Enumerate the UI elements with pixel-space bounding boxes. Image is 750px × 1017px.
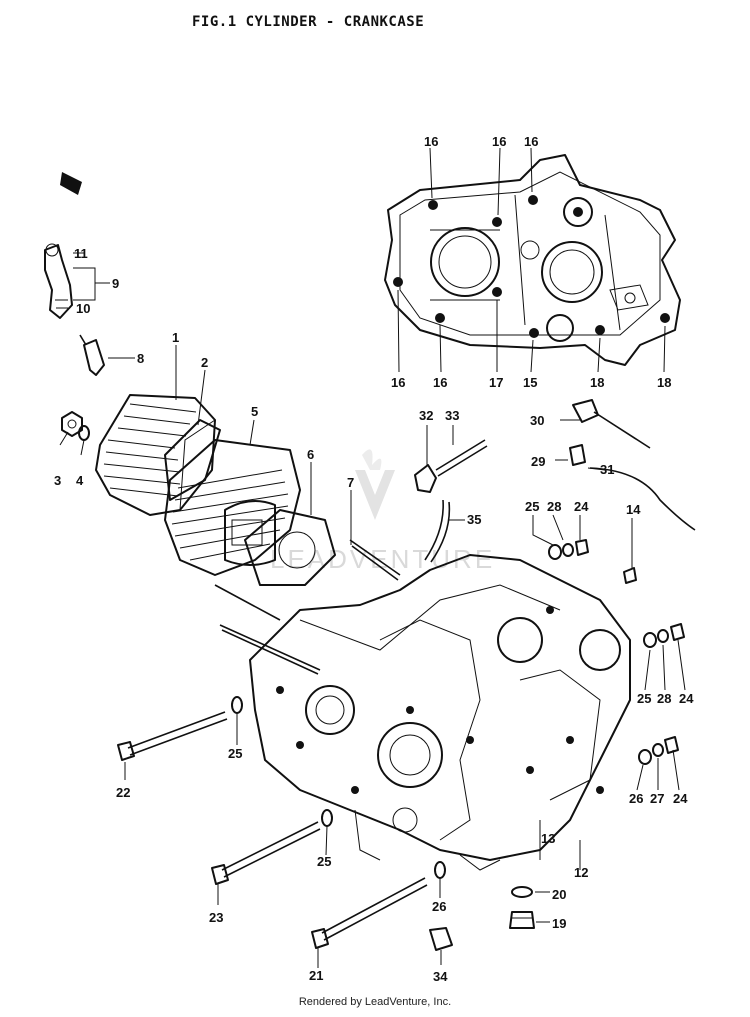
callout-25: 25 [525,499,539,514]
callout-6: 6 [307,447,314,462]
callout-9: 9 [112,276,119,291]
small-fasteners [548,539,685,765]
callout-33: 33 [445,408,459,423]
callout-8: 8 [137,351,144,366]
callout-7: 7 [347,475,354,490]
callout-35: 35 [467,512,481,527]
watermark-logo: LEADVENTURE [270,449,495,574]
callout-34: 34 [433,969,448,984]
callout-21: 21 [309,968,323,983]
crankcase-inner-view [384,154,681,366]
callout-15: 15 [523,375,537,390]
callout-28: 28 [657,691,671,706]
spark-plug [79,334,105,376]
cap-plug [429,927,453,951]
callout-25: 25 [228,746,242,761]
cylinder-head [95,394,216,516]
footer-credit: Rendered by LeadVenture, Inc. [298,996,452,1008]
callout-numbers: 16 16 16 16 16 17 15 18 18 1 2 5 6 7 3 4… [54,134,694,984]
crankcase-bolts [117,711,428,949]
callout-11: 11 [74,246,88,261]
base-gasket [244,509,336,586]
callout-26: 26 [629,791,643,806]
cylinder-studs [214,539,401,675]
callout-24: 24 [574,499,589,514]
callout-12: 12 [574,865,588,880]
callout-24: 24 [673,791,688,806]
callout-3: 3 [54,473,61,488]
callout-1: 1 [172,330,179,345]
callout-16: 16 [492,134,506,149]
callout-10: 10 [76,301,90,316]
callout-18: 18 [590,375,604,390]
callout-16: 16 [524,134,538,149]
callout-25: 25 [317,854,331,869]
callout-24: 24 [679,691,694,706]
callout-18: 18 [657,375,671,390]
callout-23: 23 [209,910,223,925]
callout-13: 13 [541,831,555,846]
crankcase-assembly [249,554,631,871]
watermark-text: LEADVENTURE [270,544,495,574]
callout-14: 14 [626,502,641,517]
callout-30: 30 [530,413,544,428]
callout-28: 28 [547,499,561,514]
callout-2: 2 [201,355,208,370]
callout-32: 32 [419,408,433,423]
drain-plug [509,886,535,929]
callout-4: 4 [76,473,84,488]
callout-25: 25 [637,691,651,706]
callout-16: 16 [391,375,405,390]
callout-26: 26 [432,899,446,914]
callout-31: 31 [600,462,614,477]
cable-parts [569,399,696,531]
callout-19: 19 [552,916,566,931]
cylinder-block [164,439,301,576]
callout-27: 27 [650,791,664,806]
decal-mark [60,172,82,195]
callout-20: 20 [552,887,566,902]
spark-plug-cap [44,243,73,319]
leader-lines [59,147,686,968]
callout-29: 29 [531,454,545,469]
callout-17: 17 [489,375,503,390]
callout-5: 5 [251,404,258,419]
callout-22: 22 [116,785,130,800]
figure-title: FIG.1 CYLINDER - CRANKCASE [192,14,425,30]
breather-parts [414,439,488,563]
callout-16: 16 [433,375,447,390]
callout-16: 16 [424,134,438,149]
